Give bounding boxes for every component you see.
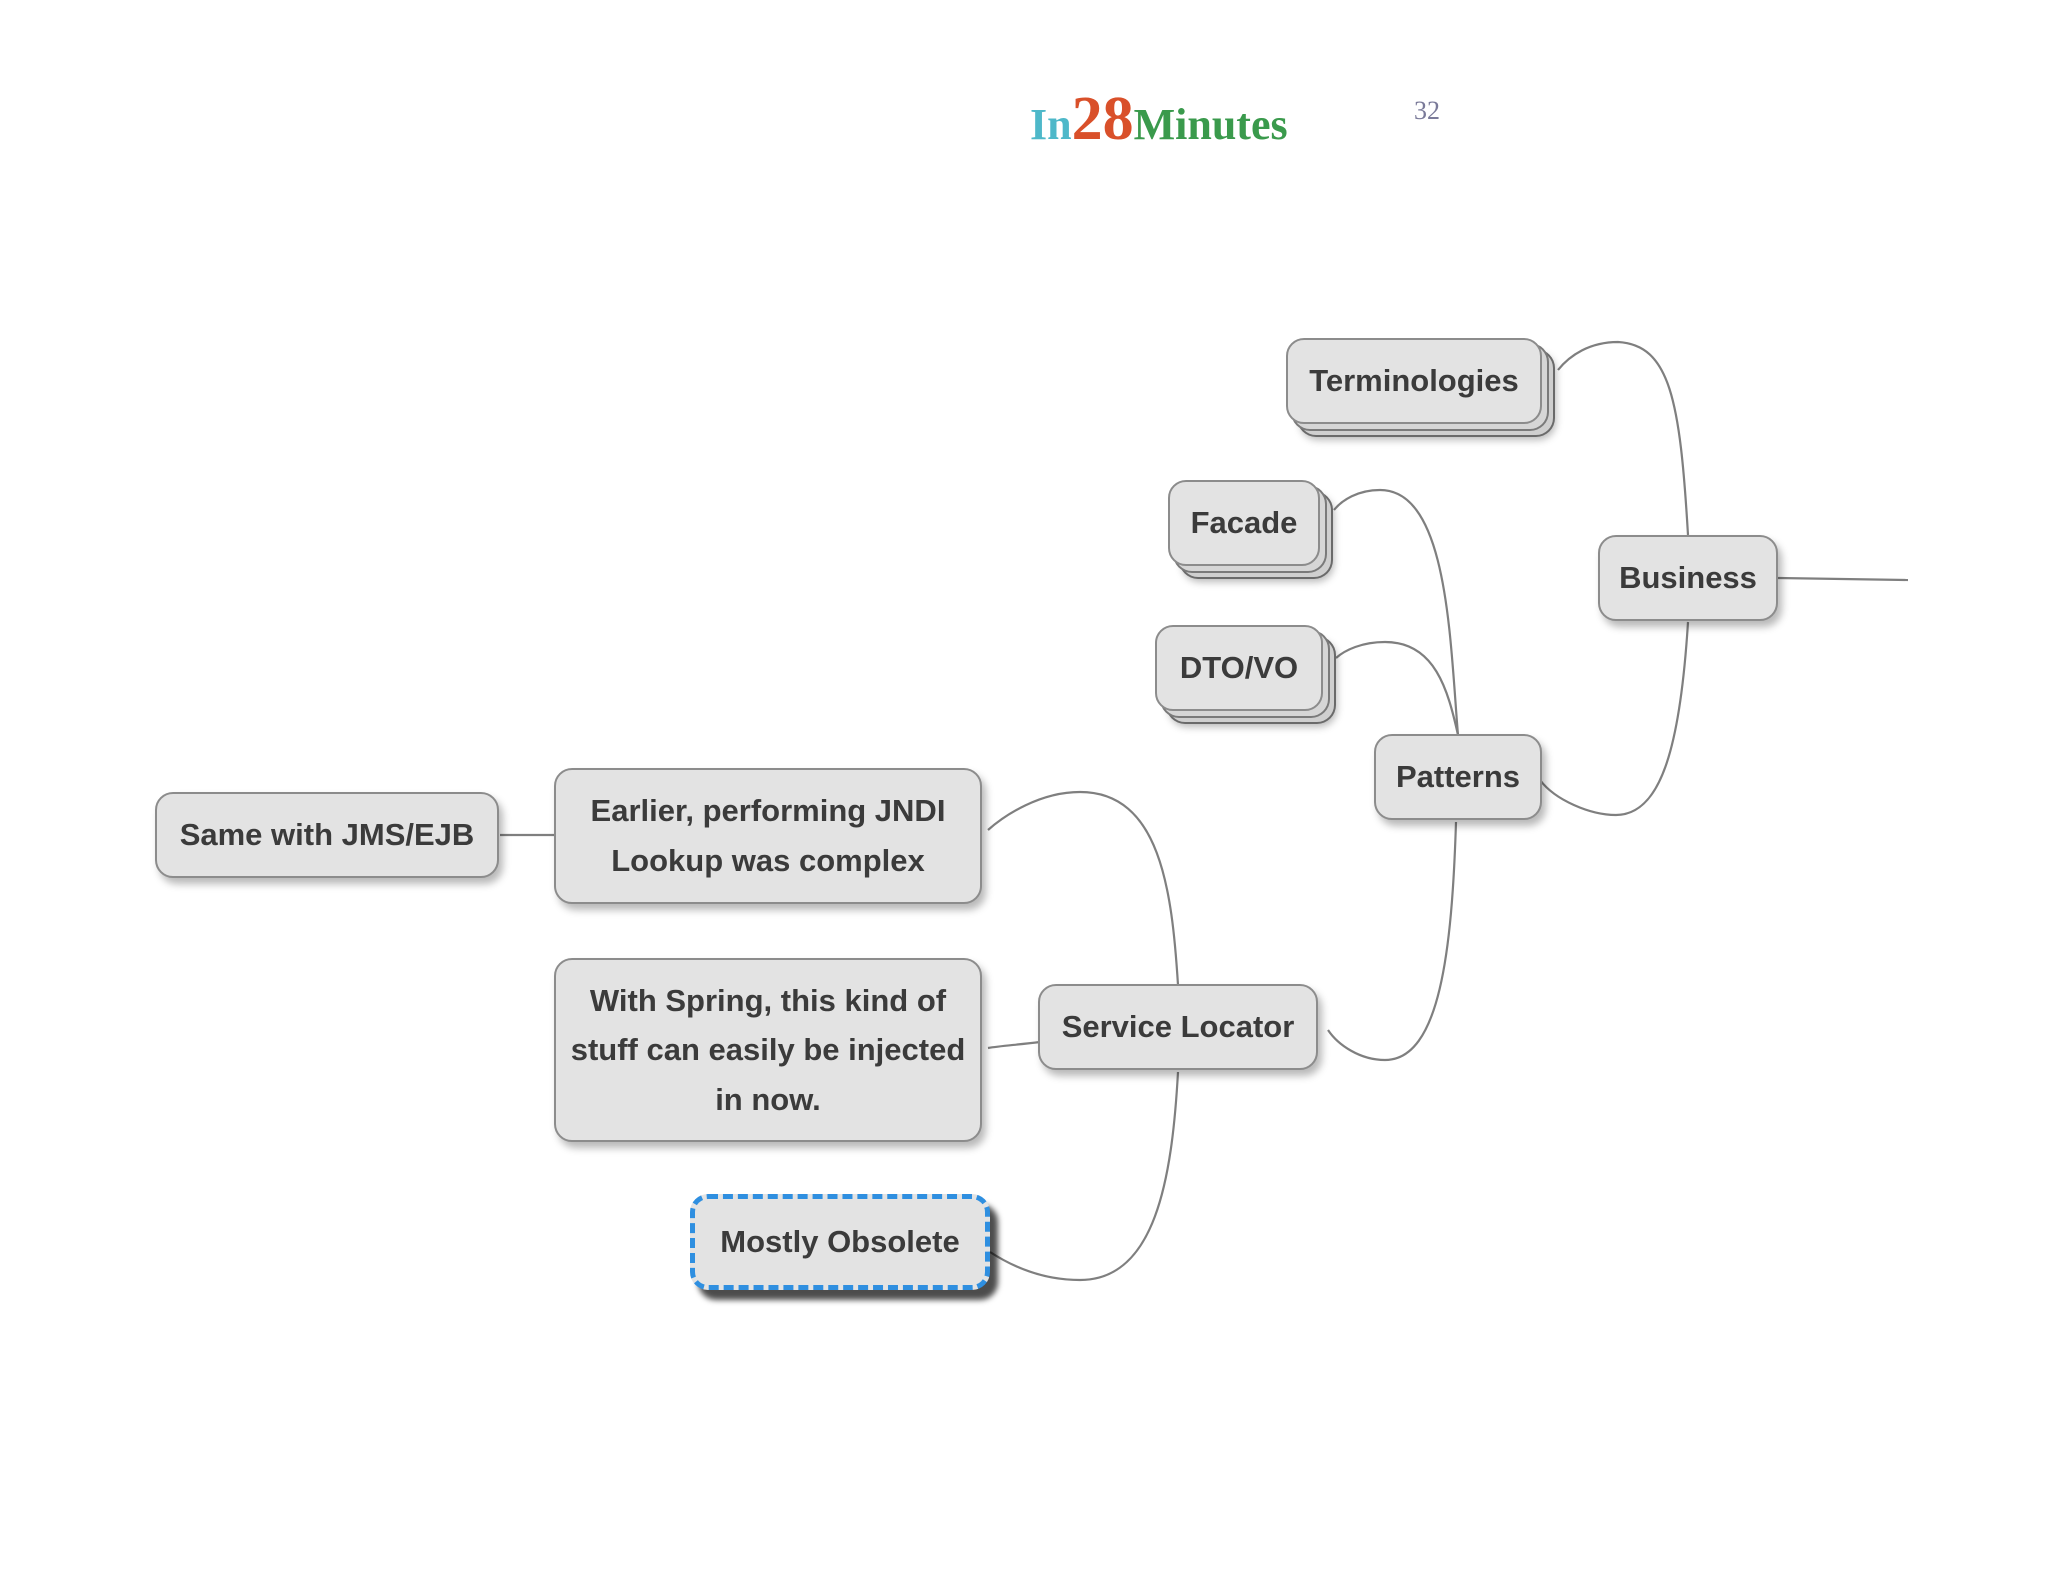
node-dto-vo[interactable]: DTO/VO	[1155, 625, 1323, 711]
node-jndi-lookup[interactable]: Earlier, performing JNDI Lookup was comp…	[554, 768, 982, 904]
node-spring-injection[interactable]: With Spring, this kind of stuff can easi…	[554, 958, 982, 1142]
node-mostly-obsolete[interactable]: Mostly Obsolete	[690, 1194, 990, 1290]
in28minutes-logo: In28Minutes	[1030, 88, 1288, 150]
connector-patterns-service-locator	[1327, 821, 1458, 1062]
node-same-jms-ejb-label: Same with JMS/EJB	[179, 817, 475, 853]
node-spring-injection-label: With Spring, this kind of stuff can easi…	[570, 982, 966, 1117]
connector-patterns-facade	[1333, 488, 1460, 736]
logo-in: In	[1030, 100, 1072, 149]
connector-service-locator-jndi	[987, 790, 1180, 986]
logo-minutes: Minutes	[1133, 100, 1288, 149]
logo-28: 28	[1071, 85, 1134, 153]
node-service-locator[interactable]: Service Locator	[1038, 984, 1318, 1070]
connector-business-terminologies	[1557, 340, 1690, 536]
connector-service-locator-obsolete	[989, 1071, 1180, 1282]
node-same-jms-ejb[interactable]: Same with JMS/EJB	[155, 792, 499, 878]
connector-patterns-dto	[1335, 640, 1460, 736]
node-facade-label: Facade	[1190, 505, 1298, 541]
node-mostly-obsolete-label: Mostly Obsolete	[720, 1224, 960, 1260]
connector-business-patterns	[1539, 621, 1690, 817]
node-terminologies[interactable]: Terminologies	[1286, 338, 1542, 424]
node-business[interactable]: Business	[1598, 535, 1778, 621]
node-patterns-label: Patterns	[1395, 759, 1521, 795]
node-business-label: Business	[1619, 560, 1757, 596]
connector-service-locator-spring	[987, 1040, 1041, 1050]
page-number: 32	[1414, 96, 1440, 125]
node-dto-vo-label: DTO/VO	[1179, 650, 1299, 686]
node-facade[interactable]: Facade	[1168, 480, 1320, 566]
node-jndi-lookup-label: Earlier, performing JNDI Lookup was comp…	[590, 793, 946, 878]
node-service-locator-label: Service Locator	[1061, 1009, 1295, 1045]
node-terminologies-label: Terminologies	[1309, 363, 1519, 399]
connector-business-root	[1775, 576, 1909, 582]
node-patterns[interactable]: Patterns	[1374, 734, 1542, 820]
